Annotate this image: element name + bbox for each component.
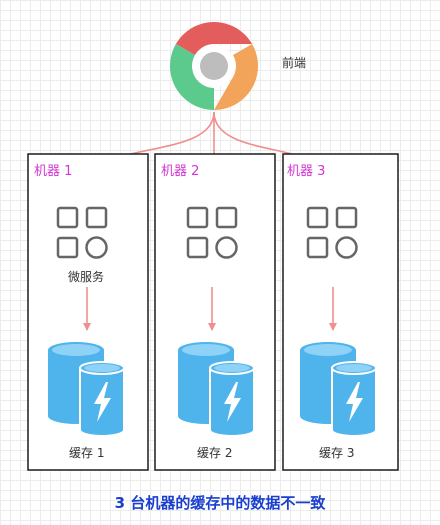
- microservice-grid-icon: [186, 206, 238, 259]
- microservice-grid-icon: [56, 206, 108, 259]
- cache-database-icon: [300, 342, 377, 437]
- client-label: 前端: [282, 56, 307, 70]
- machine-label-2: 机器 2: [161, 164, 200, 179]
- machine-label-3: 机器 3: [287, 164, 326, 179]
- cache-label-3: 缓存 3: [319, 446, 355, 460]
- service-to-cache-arrows: [83, 287, 337, 331]
- diagram-caption: 3 台机器的缓存中的数据不一致: [114, 494, 326, 512]
- cache-label-1: 缓存 1: [69, 446, 105, 460]
- service-label-1: 微服务: [68, 270, 105, 284]
- cache-database-icon: [178, 342, 255, 437]
- machine-label-1: 机器 1: [34, 164, 73, 179]
- cache-database-icon: [48, 342, 125, 437]
- microservice-grid-icon: [306, 206, 358, 259]
- cache-label-2: 缓存 2: [197, 446, 233, 460]
- chrome-browser-icon: [170, 22, 258, 110]
